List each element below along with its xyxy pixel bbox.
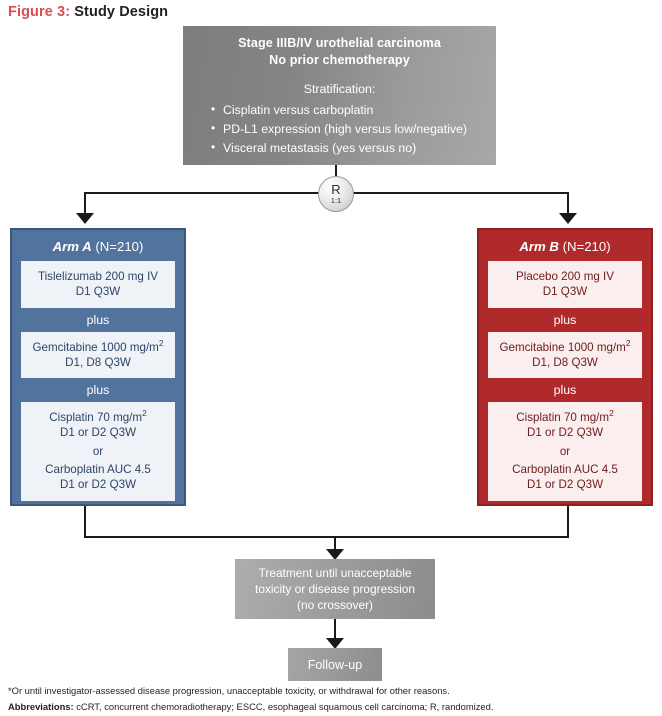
figure-title: Study Design bbox=[74, 4, 169, 20]
arm-a-treatment-2: Gemcitabine 1000 mg/m2 D1, D8 Q3W bbox=[21, 331, 175, 379]
arm-a-schedule-3: D1 or D2 Q3W bbox=[59, 426, 137, 440]
arm-b-treatment-1: Placebo 200 mg IV D1 Q3W bbox=[488, 261, 642, 308]
arm-a-drug-2-superscript: 2 bbox=[158, 337, 164, 348]
footnote-abbreviations: Abbreviations: cCRT, concurrent chemorad… bbox=[8, 700, 654, 714]
stratification-label: Stratification: bbox=[303, 82, 376, 96]
randomization-letter: R bbox=[331, 181, 341, 197]
arm-b-drug-3-superscript: 2 bbox=[609, 408, 614, 419]
arm-b-title: Arm B (N=210) bbox=[488, 239, 642, 254]
arm-a-drug-2-wrap: Gemcitabine 1000 mg/m2 bbox=[25, 337, 171, 355]
arm-a-treatment-3: Cisplatin 70 mg/m2 D1 or D2 Q3W or Carbo… bbox=[21, 402, 175, 501]
arrow-into-arm-a bbox=[76, 213, 94, 224]
arm-a-plus-2: plus bbox=[86, 383, 110, 398]
connector-treatment-to-followup bbox=[334, 619, 336, 641]
connector-arm-b-down bbox=[567, 506, 569, 538]
randomization-ratio: 1:1 bbox=[330, 195, 342, 205]
arm-a-alt-drug: Carboplatin AUC 4.5 bbox=[45, 463, 151, 477]
connector-randomization-left bbox=[84, 192, 320, 194]
treatment-phase-box: Treatment until unacceptable toxicity or… bbox=[235, 559, 435, 619]
arm-b-drug-3-wrap: Cisplatin 70 mg/m2 bbox=[492, 408, 638, 425]
arm-b-enrollment: (N=210) bbox=[562, 239, 611, 254]
arrow-into-followup bbox=[326, 638, 344, 649]
arrow-into-treatment-phase bbox=[326, 549, 344, 560]
stratification-item: Visceral metastasis (yes versus no) bbox=[211, 138, 486, 158]
figure-label: Figure 3: bbox=[8, 4, 71, 20]
page-title: Figure 3: Study Design bbox=[8, 4, 168, 20]
arrow-into-arm-b bbox=[559, 213, 577, 224]
arm-b-alt-drug: Carboplatin AUC 4.5 bbox=[512, 463, 618, 477]
arm-b-drug-2-wrap: Gemcitabine 1000 mg/m2 bbox=[492, 337, 638, 355]
arm-a-schedule-1: D1 Q3W bbox=[75, 285, 121, 299]
enrollment-criteria-box: Stage IIIB/IV urothelial carcinoma No pr… bbox=[183, 26, 496, 165]
connector-down-to-arm-a bbox=[84, 192, 86, 213]
arm-a-drug-1: Tislelizumab 200 mg IV bbox=[37, 270, 159, 283]
connector-randomization-right bbox=[352, 192, 569, 194]
connector-arm-a-down bbox=[84, 506, 86, 538]
arm-b-alt-separator: or bbox=[559, 444, 571, 458]
arm-a-title: Arm A (N=210) bbox=[21, 239, 175, 254]
arm-a-drug-2: Gemcitabine 1000 mg/m bbox=[32, 340, 159, 354]
arm-a-treatment-1: Tislelizumab 200 mg IV D1 Q3W bbox=[21, 261, 175, 308]
arm-b-plus-1: plus bbox=[553, 312, 577, 327]
arm-b-schedule-3: D1 or D2 Q3W bbox=[526, 426, 604, 440]
arm-b-schedule-1: D1 Q3W bbox=[542, 285, 588, 299]
enrollment-line-2: No prior chemotherapy bbox=[269, 53, 410, 67]
treatment-line-2: toxicity or disease progression bbox=[255, 581, 415, 596]
arm-a-alt-separator: or bbox=[92, 444, 104, 458]
followup-box: Follow-up bbox=[288, 648, 382, 681]
arm-b-drug-2: Gemcitabine 1000 mg/m bbox=[499, 340, 626, 354]
abbreviations-label: Abbreviations: bbox=[8, 701, 74, 713]
connector-down-to-arm-b bbox=[567, 192, 569, 213]
footnotes: *Or until investigator-assessed disease … bbox=[8, 684, 654, 714]
randomization-node: R 1:1 bbox=[318, 176, 354, 212]
connector-merge-to-treatment bbox=[334, 536, 336, 553]
arm-b-treatment-2: Gemcitabine 1000 mg/m2 D1, D8 Q3W bbox=[488, 331, 642, 379]
enrollment-line-1: Stage IIIB/IV urothelial carcinoma bbox=[238, 36, 441, 50]
arm-a-drug-3-superscript: 2 bbox=[142, 408, 147, 419]
arm-b-drug-2-superscript: 2 bbox=[625, 337, 631, 348]
stratification-item: PD-L1 expression (high versus low/negati… bbox=[211, 119, 486, 139]
stratification-list: Cisplatin versus carboplatin PD-L1 expre… bbox=[193, 100, 486, 158]
arm-a-name: Arm A bbox=[52, 239, 92, 254]
followup-label: Follow-up bbox=[307, 657, 363, 672]
arm-a-drug-3-wrap: Cisplatin 70 mg/m2 bbox=[25, 408, 171, 425]
enrollment-title: Stage IIIB/IV urothelial carcinoma No pr… bbox=[193, 35, 486, 69]
connector-enrollment-to-randomization bbox=[335, 165, 337, 178]
connector-arms-merge bbox=[84, 536, 569, 538]
arm-b-drug-1: Placebo 200 mg IV bbox=[516, 270, 614, 283]
arm-b-container: Arm B (N=210) Placebo 200 mg IV D1 Q3W p… bbox=[477, 228, 653, 506]
arm-b-treatment-3: Cisplatin 70 mg/m2 D1 or D2 Q3W or Carbo… bbox=[488, 402, 642, 501]
arm-b-name: Arm B bbox=[519, 239, 559, 254]
arm-b-alt-schedule: D1 or D2 Q3W bbox=[526, 478, 604, 492]
arm-a-drug-3: Cisplatin 70 mg/m bbox=[49, 411, 143, 425]
abbreviations-text: cCRT, concurrent chemoradiotherapy; ESCC… bbox=[73, 701, 494, 713]
arm-a-enrollment: (N=210) bbox=[95, 239, 144, 254]
arm-a-container: Arm A (N=210) Tislelizumab 200 mg IV D1 … bbox=[10, 228, 186, 506]
treatment-line-3: (no crossover) bbox=[297, 598, 373, 613]
stratification-item: Cisplatin versus carboplatin bbox=[211, 100, 486, 120]
arm-a-plus-1: plus bbox=[86, 312, 110, 327]
arm-b-schedule-2: D1, D8 Q3W bbox=[532, 355, 598, 369]
treatment-phase-text: Treatment until unacceptable toxicity or… bbox=[255, 565, 415, 613]
arm-b-plus-2: plus bbox=[553, 383, 577, 398]
footnote-asterisk: *Or until investigator-assessed disease … bbox=[8, 685, 450, 696]
arm-a-schedule-2: D1, D8 Q3W bbox=[65, 355, 131, 369]
arm-a-alt-schedule: D1 or D2 Q3W bbox=[59, 478, 137, 492]
treatment-line-1: Treatment until unacceptable bbox=[258, 565, 412, 580]
arm-b-drug-3: Cisplatin 70 mg/m bbox=[516, 411, 610, 425]
